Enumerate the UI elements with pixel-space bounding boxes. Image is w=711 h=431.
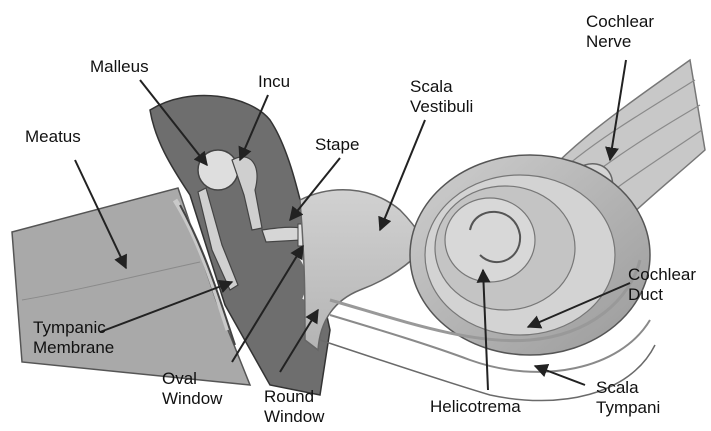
- label-incu: Incu: [258, 72, 290, 92]
- label-cochlear-nerve: Cochlear Nerve: [586, 12, 654, 52]
- label-scala-vestibuli: Scala Vestibuli: [410, 77, 473, 117]
- label-helicotrema: Helicotrema: [430, 397, 521, 417]
- label-scala-tympani: Scala Tympani: [596, 378, 660, 418]
- cochlea: [300, 155, 655, 401]
- label-meatus: Meatus: [25, 127, 81, 147]
- label-cochlear-duct: Cochlear Duct: [628, 265, 696, 305]
- label-malleus: Malleus: [90, 57, 149, 77]
- label-round-window: Round Window: [264, 387, 324, 427]
- label-tympanic-membrane: Tympanic Membrane: [33, 318, 114, 358]
- label-stape: Stape: [315, 135, 359, 155]
- arrow-scala-tympani: [535, 366, 585, 385]
- label-oval-window: Oval Window: [162, 369, 222, 409]
